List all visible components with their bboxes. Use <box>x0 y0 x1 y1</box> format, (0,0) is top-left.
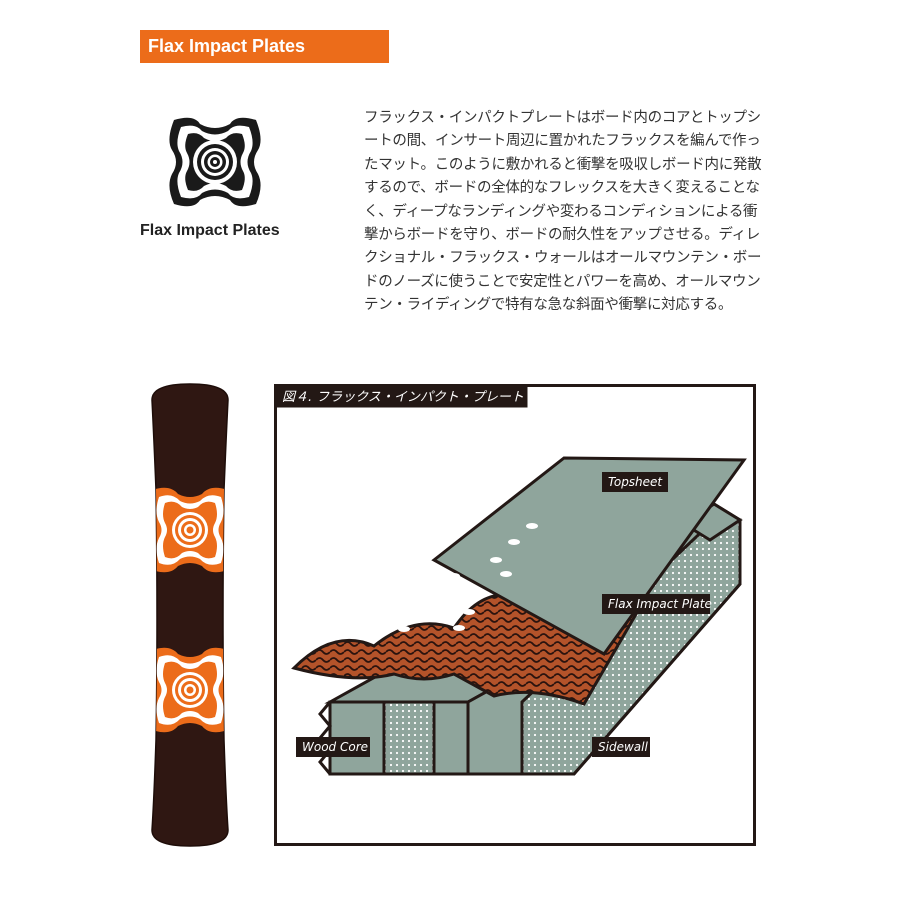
description-text: フラックス・インパクトプレートはボード内のコアとトップシートの間、インサート周辺… <box>364 110 762 314</box>
figure-caption: 図４. フラックス・インパクト・プレート <box>282 390 524 405</box>
label-flax-plate: Flax Impact Plate <box>608 597 712 611</box>
icon-label: Flax Impact Plates <box>140 222 280 239</box>
flax-impact-plate-icon <box>160 110 270 215</box>
figure-caption-bg <box>275 385 528 408</box>
section-title: Flax Impact Plates <box>148 36 306 56</box>
snowboard-illustration <box>140 380 240 850</box>
label-sidewall: Sidewall <box>598 740 648 754</box>
label-topsheet: Topsheet <box>608 475 663 489</box>
label-wood-core: Wood Core <box>302 740 368 754</box>
section-header: Flax Impact Plates <box>140 30 389 63</box>
cross-section-figure: 図４. フラックス・インパクト・プレート <box>274 384 756 846</box>
